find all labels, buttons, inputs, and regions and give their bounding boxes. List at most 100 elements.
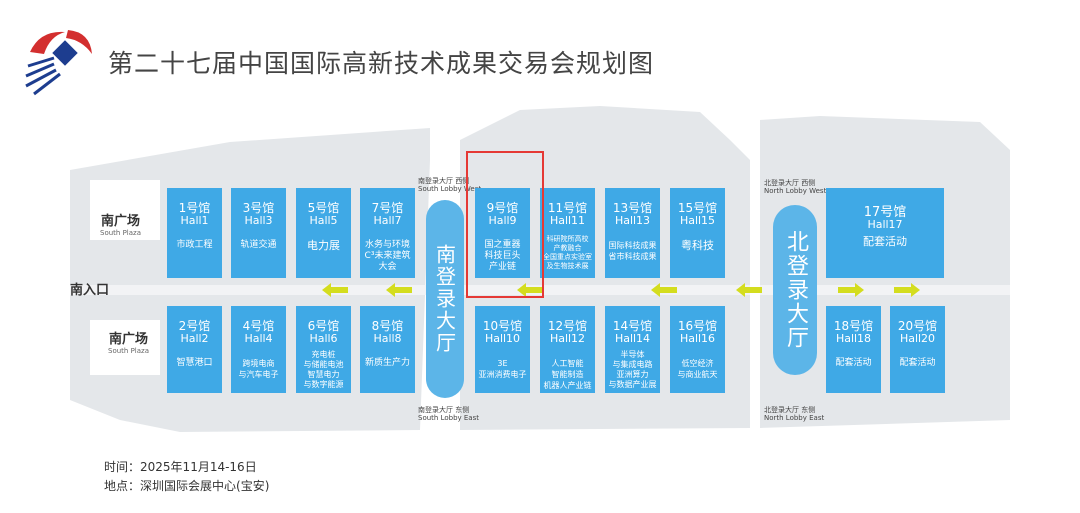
hall-number: 9号馆	[486, 201, 519, 215]
hall-number-en: Hall10	[484, 332, 521, 345]
hall-exhibit: 3E 亚洲消费电子	[478, 359, 527, 379]
hall-7[interactable]: 7号馆 Hall7 水务与环境 C³未来建筑 大会	[360, 188, 415, 278]
hall-number-en: Hall13	[614, 214, 651, 227]
arrow-right-icon	[894, 283, 920, 297]
hall-10[interactable]: 10号馆 Hall10 3E 亚洲消费电子	[475, 306, 530, 393]
hall-number: 16号馆	[677, 319, 718, 333]
south-lobby-east-label: 南登录大厅 东侧 South Lobby East	[418, 406, 479, 422]
hall-number: 7号馆	[371, 201, 404, 215]
hall-20[interactable]: 20号馆 Hall20 配套活动	[890, 306, 945, 393]
event-time: 时间：2025年11月14-16日	[104, 458, 269, 477]
hall-number: 11号馆	[547, 201, 588, 215]
hall-exhibit: 水务与环境 C³未来建筑 大会	[364, 240, 411, 272]
plaza-name-en: South Plaza	[108, 347, 149, 355]
hall-14[interactable]: 14号馆 Hall14 半导体 与集成电路 亚洲算力 与数据产业展	[605, 306, 660, 393]
hall-number: 14号馆	[612, 319, 653, 333]
page-title: 第二十七届中国国际高新技术成果交易会规划图	[108, 49, 655, 78]
hall-15[interactable]: 15号馆 Hall15 粤科技	[670, 188, 725, 278]
north-lobby[interactable]: 北登录大厅	[773, 205, 817, 375]
label-en: North Lobby West	[764, 187, 827, 195]
time-label: 时间：	[104, 460, 141, 474]
hall-exhibit: 配套活动	[863, 235, 907, 248]
hall-12[interactable]: 12号馆 Hall12 人工智能 智能制造 机器人产业链	[540, 306, 595, 393]
hall-number-en: Hall8	[373, 332, 402, 345]
north-lobby-west-label: 北登录大厅 西侧 North Lobby West	[764, 179, 826, 195]
hall-9[interactable]: 9号馆 Hall9 国之重器 科技巨头 产业链	[475, 188, 530, 278]
hall-number: 8号馆	[371, 319, 404, 333]
place-label: 地点：	[104, 479, 141, 493]
hall-8[interactable]: 8号馆 Hall8 新质生产力	[360, 306, 415, 393]
hall-number-en: Hall5	[309, 214, 338, 227]
hall-exhibit: 跨境电商 与汽车电子	[238, 359, 279, 379]
hall-number: 20号馆	[897, 319, 938, 333]
hall-13[interactable]: 13号馆 Hall13 国际科技成果 省市科技成果	[605, 188, 660, 278]
hall-number: 13号馆	[612, 201, 653, 215]
hall-number-en: Hall16	[679, 332, 716, 345]
south-lobby[interactable]: 南登录大厅	[426, 200, 464, 398]
hall-number: 6号馆	[307, 319, 340, 333]
hall-exhibit: 配套活动	[835, 358, 872, 368]
north-lobby-east-label: 北登录大厅 东侧 North Lobby East	[764, 406, 824, 422]
event-info: 时间：2025年11月14-16日 地点：深圳国际会展中心(宝安)	[104, 458, 269, 496]
hall-number: 5号馆	[307, 201, 340, 215]
hall-9-highlight	[466, 151, 544, 298]
hall-16[interactable]: 16号馆 Hall16 低空经济 与商业航天	[670, 306, 725, 393]
place-value: 深圳国际会展中心(宝安)	[140, 479, 270, 493]
hall-exhibit: 科研院所高校 产教融合 全国重点实验室 及生物技术展	[543, 235, 592, 270]
hall-number-en: Hall18	[835, 332, 872, 345]
hall-exhibit: 市政工程	[176, 240, 213, 250]
hall-number-en: Hall20	[899, 332, 936, 345]
label-cn: 北登录大厅 西侧	[764, 179, 816, 187]
south-plaza-top: 南广场 South Plaza	[100, 210, 141, 237]
hall-number-en: Hall1	[180, 214, 209, 227]
label-cn: 北登录大厅 东侧	[764, 406, 816, 414]
hall-number: 12号馆	[547, 319, 588, 333]
hall-number: 3号馆	[242, 201, 275, 215]
hall-exhibit: 粤科技	[681, 239, 714, 252]
label-cn: 南登录大厅 东侧	[418, 406, 470, 414]
hall-exhibit: 充电桩 与储能电池 智慧电力 与数字能源	[303, 350, 344, 389]
hall-number-en: Hall14	[614, 332, 651, 345]
hall-11[interactable]: 11号馆 Hall11 科研院所高校 产教融合 全国重点实验室 及生物技术展	[540, 188, 595, 278]
label-en: South Lobby West	[418, 185, 482, 193]
hall-number: 4号馆	[242, 319, 275, 333]
hall-number: 15号馆	[677, 201, 718, 215]
hall-number: 1号馆	[178, 201, 211, 215]
header: 第二十七届中国国际高新技术成果交易会规划图	[0, 0, 1080, 110]
hall-number: 10号馆	[482, 319, 523, 333]
label-en: North Lobby East	[764, 414, 825, 422]
hall-number: 18号馆	[833, 319, 874, 333]
hall-exhibit: 新质生产力	[364, 358, 410, 368]
arrow-right-icon	[838, 283, 864, 297]
plaza-name-en: South Plaza	[100, 229, 141, 237]
hall-number-en: Hall17	[867, 218, 903, 231]
hall-2[interactable]: 2号馆 Hall2 智慧港口	[167, 306, 222, 393]
hall-number-en: Hall2	[180, 332, 209, 345]
hall-exhibit: 配套活动	[899, 358, 936, 368]
hall-number-en: Hall6	[309, 332, 338, 345]
hall-6[interactable]: 6号馆 Hall6 充电桩 与储能电池 智慧电力 与数字能源	[296, 306, 351, 393]
hall-exhibit: 轨道交通	[240, 240, 277, 250]
hall-1[interactable]: 1号馆 Hall1 市政工程	[167, 188, 222, 278]
hall-5[interactable]: 5号馆 Hall5 电力展	[296, 188, 351, 278]
hall-exhibit: 电力展	[307, 239, 340, 252]
arrow-left-icon	[517, 283, 543, 297]
hall-4[interactable]: 4号馆 Hall4 跨境电商 与汽车电子	[231, 306, 286, 393]
hall-number-en: Hall7	[373, 214, 402, 227]
hall-18[interactable]: 18号馆 Hall18 配套活动	[826, 306, 881, 393]
label-cn: 南登录大厅 西侧	[418, 177, 470, 185]
hall-number-en: Hall15	[679, 214, 716, 227]
arrow-left-icon	[736, 283, 762, 297]
hall-number-en: Hall11	[549, 214, 586, 227]
hall-3[interactable]: 3号馆 Hall3 轨道交通	[231, 188, 286, 278]
south-plaza-bottom: 南广场 South Plaza	[108, 328, 149, 355]
hall-exhibit: 低空经济 与商业航天	[677, 359, 718, 379]
south-lobby-west-label: 南登录大厅 西侧 South Lobby West	[418, 177, 481, 193]
hall-17[interactable]: 17号馆 Hall17 配套活动	[826, 188, 944, 278]
plaza-name: 南广场	[108, 332, 148, 347]
hitech-fair-logo	[25, 30, 92, 96]
arrow-left-icon	[651, 283, 677, 297]
label-en: South Lobby East	[418, 414, 479, 422]
hall-number-en: Hall12	[549, 332, 586, 345]
event-place: 地点：深圳国际会展中心(宝安)	[104, 477, 269, 496]
